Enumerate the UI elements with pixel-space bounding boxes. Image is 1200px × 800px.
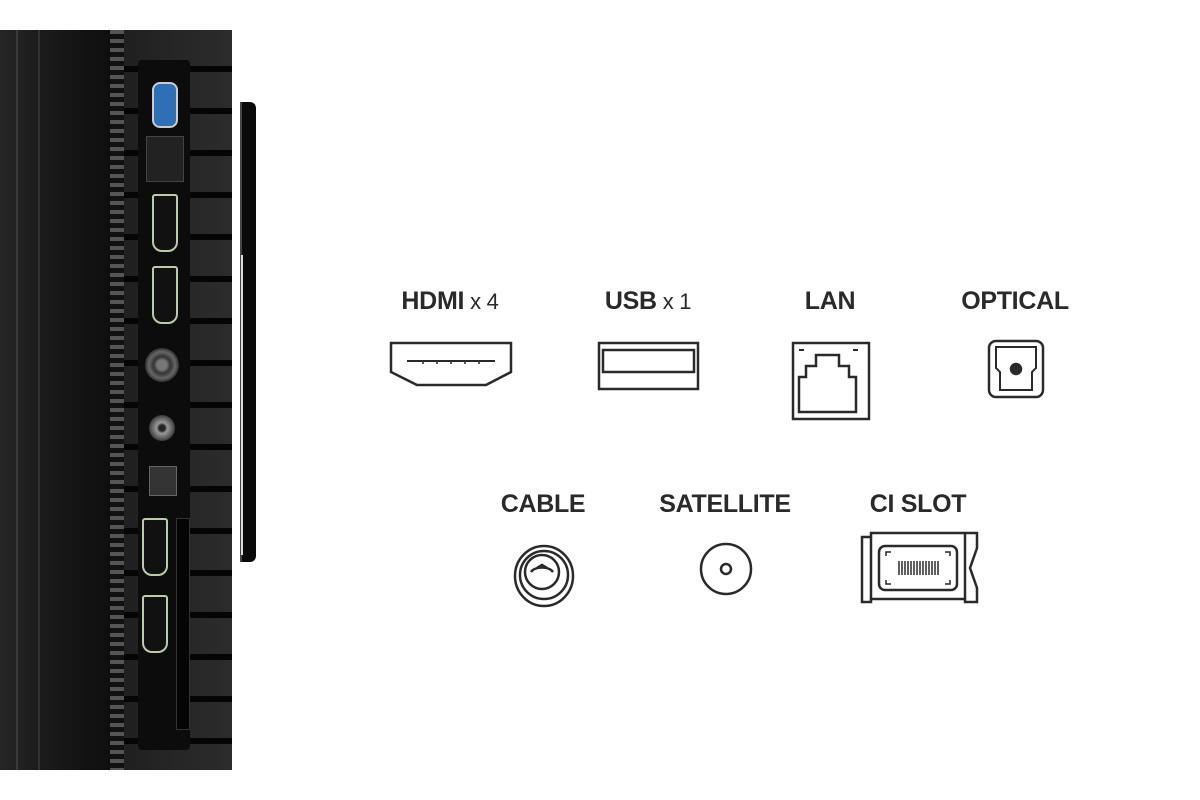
cable-label: CABLE <box>500 490 586 518</box>
ci-slot-icon <box>860 531 979 604</box>
usb-port-icon <box>597 341 700 391</box>
body-line <box>38 30 40 770</box>
lan-label: LAN <box>804 287 856 315</box>
hdmi-port-2 <box>152 266 178 324</box>
vent-strip <box>110 30 124 770</box>
usb-port <box>152 82 178 128</box>
satellite-connector-icon <box>699 542 753 596</box>
hdmi-name: HDMI <box>401 287 465 315</box>
usb-count: x 1 <box>662 289 692 314</box>
tv-body <box>0 30 112 770</box>
satellite-port <box>149 415 175 441</box>
hdmi-port-4 <box>142 595 168 653</box>
ci-slot-opening <box>176 518 190 730</box>
ethernet-port-icon <box>791 341 871 421</box>
usb-name: USB <box>604 287 657 315</box>
satellite-label: SATELLITE <box>659 490 791 518</box>
tv-side-panel <box>0 30 260 770</box>
hdmi-port-1 <box>152 194 178 252</box>
coax-cable-icon <box>513 544 575 608</box>
optical-port-icon <box>987 339 1045 399</box>
hdmi-count: x 4 <box>470 289 499 314</box>
optical-label: OPTICAL <box>961 287 1069 315</box>
lan-port <box>146 136 184 182</box>
hdmi-port-icon <box>389 341 513 387</box>
hdmi-port-3 <box>142 518 168 576</box>
coax-port <box>145 348 179 382</box>
body-line <box>16 30 18 770</box>
optical-port <box>149 466 177 496</box>
ci-slot-label: CI SLOT <box>869 490 967 518</box>
side-bracket-highlight <box>241 255 243 555</box>
